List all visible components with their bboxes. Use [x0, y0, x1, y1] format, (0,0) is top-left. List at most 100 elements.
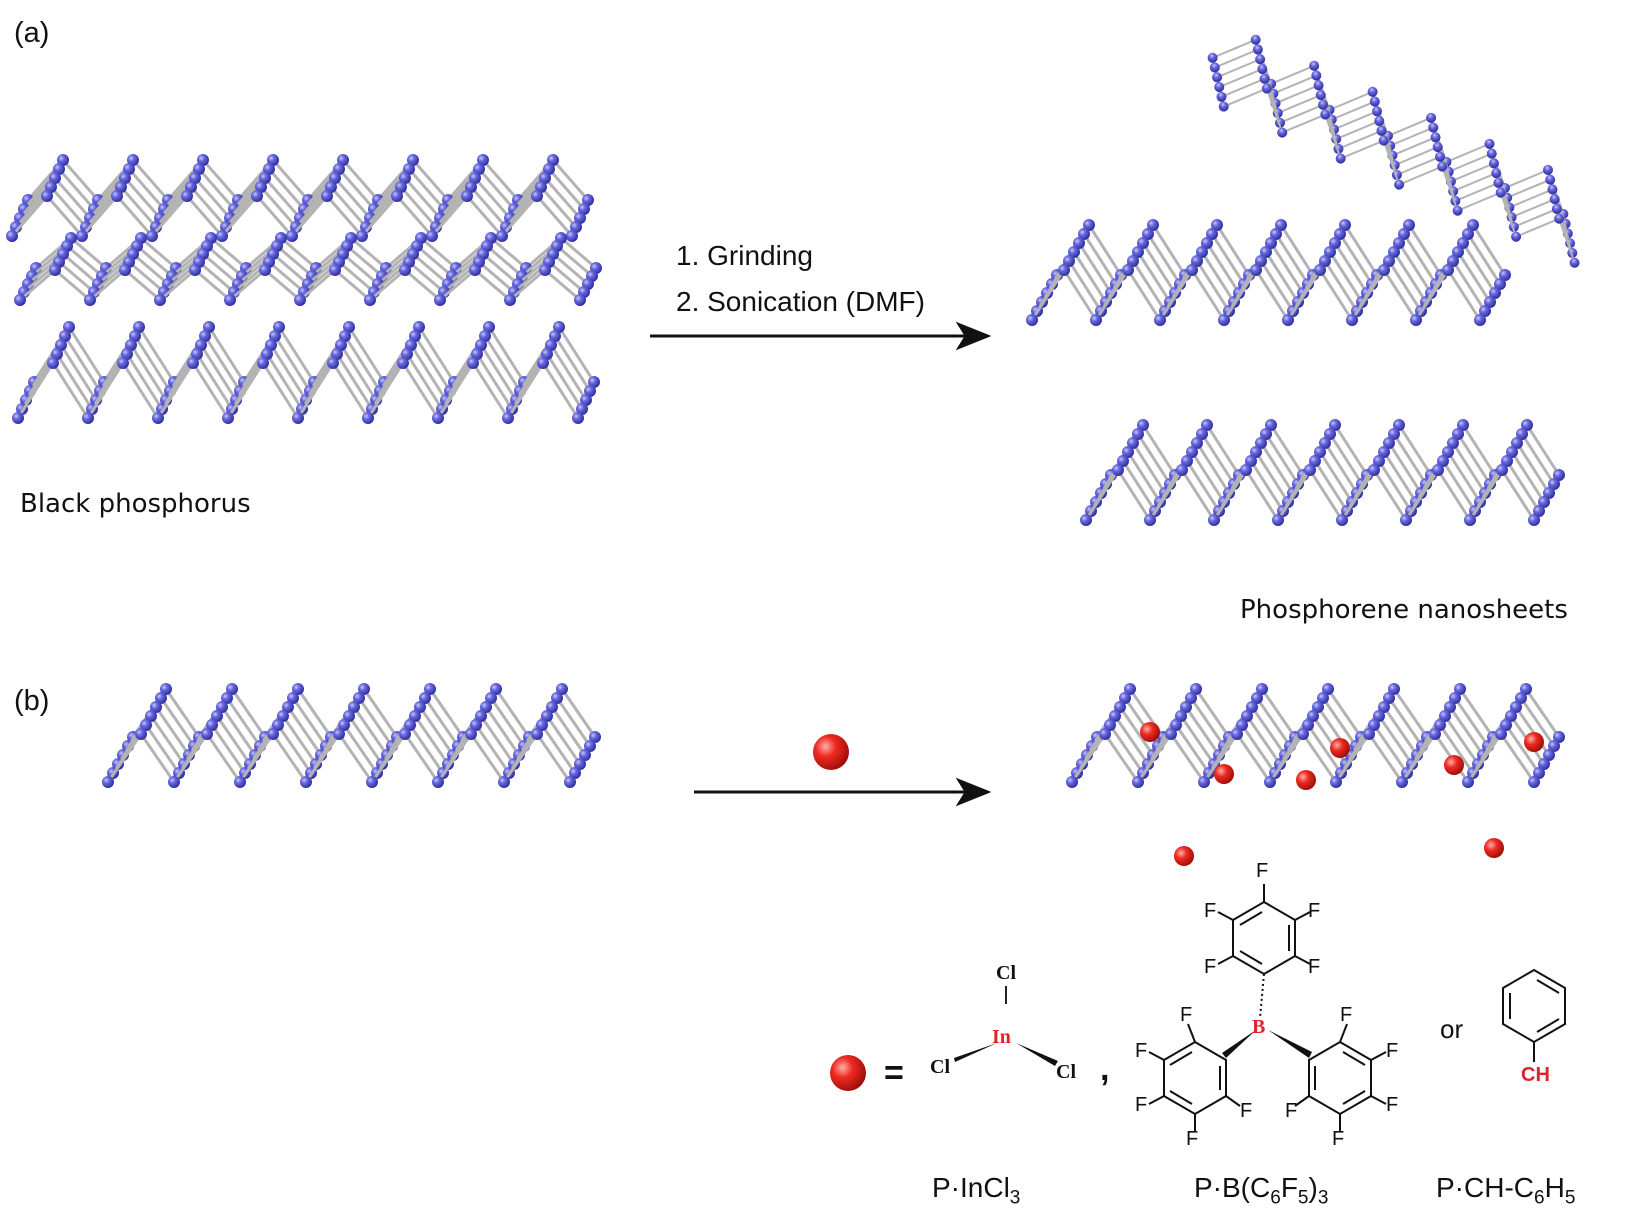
phosphorus-atom-icon — [391, 190, 403, 202]
p-p-bond — [478, 260, 515, 294]
p-p-bond — [338, 260, 375, 294]
phosphorus-atom-icon — [1378, 701, 1390, 713]
phosphorus-atom-icon — [434, 294, 446, 306]
p-p-bond — [273, 335, 312, 392]
p-p-bond — [286, 706, 323, 756]
p-p-bond — [1407, 224, 1443, 276]
phosphorus-atom-icon — [224, 294, 236, 306]
phosphorus-atom-icon — [395, 181, 407, 193]
phosphorus-atom-icon — [47, 357, 59, 369]
dopant-sphere-icon — [813, 734, 849, 770]
p-p-bond — [1519, 697, 1556, 747]
p-p-bond — [1457, 191, 1502, 212]
phosphorus-atom-icon — [1132, 776, 1144, 788]
p-p-bond — [125, 353, 164, 410]
p-p-bond — [1254, 269, 1290, 321]
p-p-bond — [66, 244, 103, 278]
phosphorus-atom-icon — [1282, 314, 1294, 326]
p-p-bond — [191, 362, 230, 419]
p-p-bond — [407, 168, 446, 210]
dopant-spheres — [1140, 722, 1544, 866]
p-p-bond — [483, 335, 522, 392]
phosphorus-atom-icon — [414, 701, 426, 713]
p-p-bond — [1392, 251, 1428, 303]
p-p-bond — [1260, 688, 1297, 738]
p-p-bond — [1151, 224, 1187, 276]
phosphorus-atom-icon — [582, 194, 594, 206]
phosphorus-atom-icon — [473, 163, 485, 175]
p-p-bond — [1451, 442, 1487, 494]
p-p-bond — [1308, 469, 1344, 521]
phosphorus-atom-icon — [1493, 177, 1504, 188]
phosphorus-atom-icon — [1447, 437, 1459, 449]
p-p-bond — [337, 168, 376, 210]
p-p-bond — [370, 733, 407, 783]
phosphorus-atom-icon — [1437, 161, 1448, 172]
p-p-bond — [194, 268, 231, 302]
p-p-bond — [506, 362, 545, 419]
p-p-bond — [360, 195, 399, 237]
p-p-bond — [1265, 88, 1284, 133]
phosphorus-atom-icon — [1264, 776, 1276, 788]
phosphorus-atom-icon — [1099, 728, 1111, 740]
p-p-bond — [1504, 168, 1549, 189]
phosphorus-atom-icon — [1147, 219, 1159, 231]
phosphorus-atom-icon — [1346, 314, 1358, 326]
p-p-bond — [1146, 233, 1182, 285]
p-p-bond — [276, 244, 313, 278]
p-p-bond — [127, 168, 166, 210]
p-p-bond — [1458, 688, 1495, 738]
p-p-bond — [408, 260, 445, 294]
p-p-bond — [1453, 697, 1490, 747]
p-p-bond — [1514, 706, 1551, 756]
phosphorus-atom-icon — [41, 190, 53, 202]
phosphorus-atom-icon — [1270, 228, 1282, 240]
p-p-bond — [1505, 460, 1541, 512]
p-p-bond — [150, 195, 189, 237]
p-p-bond — [544, 268, 581, 302]
p-p-bond — [471, 362, 510, 419]
phosphorus-atom-icon — [1311, 70, 1322, 81]
phosphorus-atom-icon — [1112, 464, 1124, 476]
p-p-bond — [1338, 233, 1374, 285]
p-p-bond — [352, 706, 389, 756]
phosphorus-atom-icon — [185, 181, 197, 193]
phosphorus-atom-icon — [1058, 264, 1070, 276]
phosphorus-atom-icon — [1437, 455, 1449, 467]
p-p-bond — [560, 688, 597, 738]
phosphorus-atom-icon — [1127, 255, 1139, 267]
phosphorus-atom-icon — [469, 172, 481, 184]
phosphorus-atom-icon — [1256, 683, 1268, 695]
p-p-bond — [1392, 433, 1428, 485]
phosphorus-atom-icon — [553, 321, 565, 333]
phosphorus-atom-icon — [1114, 701, 1126, 713]
p-p-bond — [337, 733, 374, 783]
phosphorus-atom-icon — [135, 728, 147, 740]
phosphorus-atom-icon — [338, 719, 350, 731]
f-label: F — [1256, 860, 1269, 882]
p-p-bond — [343, 335, 382, 392]
p-p-bond — [1372, 724, 1409, 774]
phosphorus-atom-icon — [337, 154, 349, 166]
phosphorus-atom-icon — [1432, 142, 1443, 153]
p-p-bond — [1062, 269, 1098, 321]
phosphorus-atom-icon — [1442, 264, 1454, 276]
p-p-bond — [334, 268, 371, 302]
p-p-bond — [331, 362, 370, 419]
phosphorus-atom-icon — [1190, 683, 1202, 695]
p-p-bond — [405, 353, 444, 410]
phosphorus-atom-icon — [203, 321, 215, 333]
p-p-bond — [1350, 269, 1386, 321]
phosphorus-atom-icon — [1533, 767, 1545, 779]
p-p-bond — [1070, 733, 1107, 783]
p-p-bond — [1446, 142, 1490, 163]
p-p-bond — [1382, 140, 1401, 185]
p-p-bond — [395, 195, 434, 237]
f-label: F — [1180, 1004, 1193, 1026]
phosphorus-atom-icon — [356, 230, 368, 242]
p-p-bond — [1195, 442, 1231, 494]
p-p-bond — [1184, 706, 1221, 756]
phosphorus-atom-icon — [1464, 514, 1476, 526]
phosphorus-atom-icon — [265, 339, 277, 351]
